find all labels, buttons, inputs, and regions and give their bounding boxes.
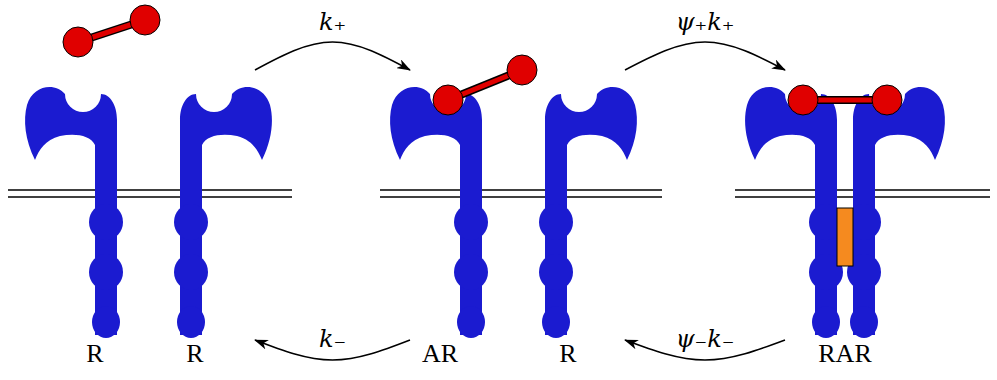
rate-label: ψ₊k₊ [674,9,737,37]
receptor-shape [174,87,272,338]
receptor-state: AR R [410,20,625,375]
receptor-shape [847,87,945,338]
reaction-arrow [255,42,410,70]
ligand-head [433,85,463,115]
state-label: AR [422,340,458,369]
receptor-shape [390,87,488,338]
membrane-line [380,196,662,198]
ligand [788,85,902,115]
ligand-head [788,85,818,115]
receptor-shape [25,87,123,338]
receptor-shape [745,87,843,338]
receptor-shape [539,87,637,338]
ligand [433,55,537,115]
rate-label: k₋ [317,326,348,354]
reaction-arrow [625,42,785,70]
rate-label: k₊ [317,9,348,37]
state-label: R [186,340,203,369]
receptor-state: RAR [785,20,950,375]
dimer-link [837,208,853,266]
state-label: R [86,340,103,369]
state-label: R [559,340,576,369]
ligand-head [872,85,902,115]
ligand-head [63,27,93,57]
membrane-line [8,189,292,191]
membrane [8,190,990,197]
receptor-state: RR [40,20,255,375]
ligand [63,5,160,57]
membrane-line [8,196,292,198]
ligand-head [130,5,160,35]
membrane-line [380,189,662,191]
ligand-head [507,55,537,85]
state-label: RAR [818,340,871,369]
rate-label: ψ₋k₋ [674,326,737,354]
